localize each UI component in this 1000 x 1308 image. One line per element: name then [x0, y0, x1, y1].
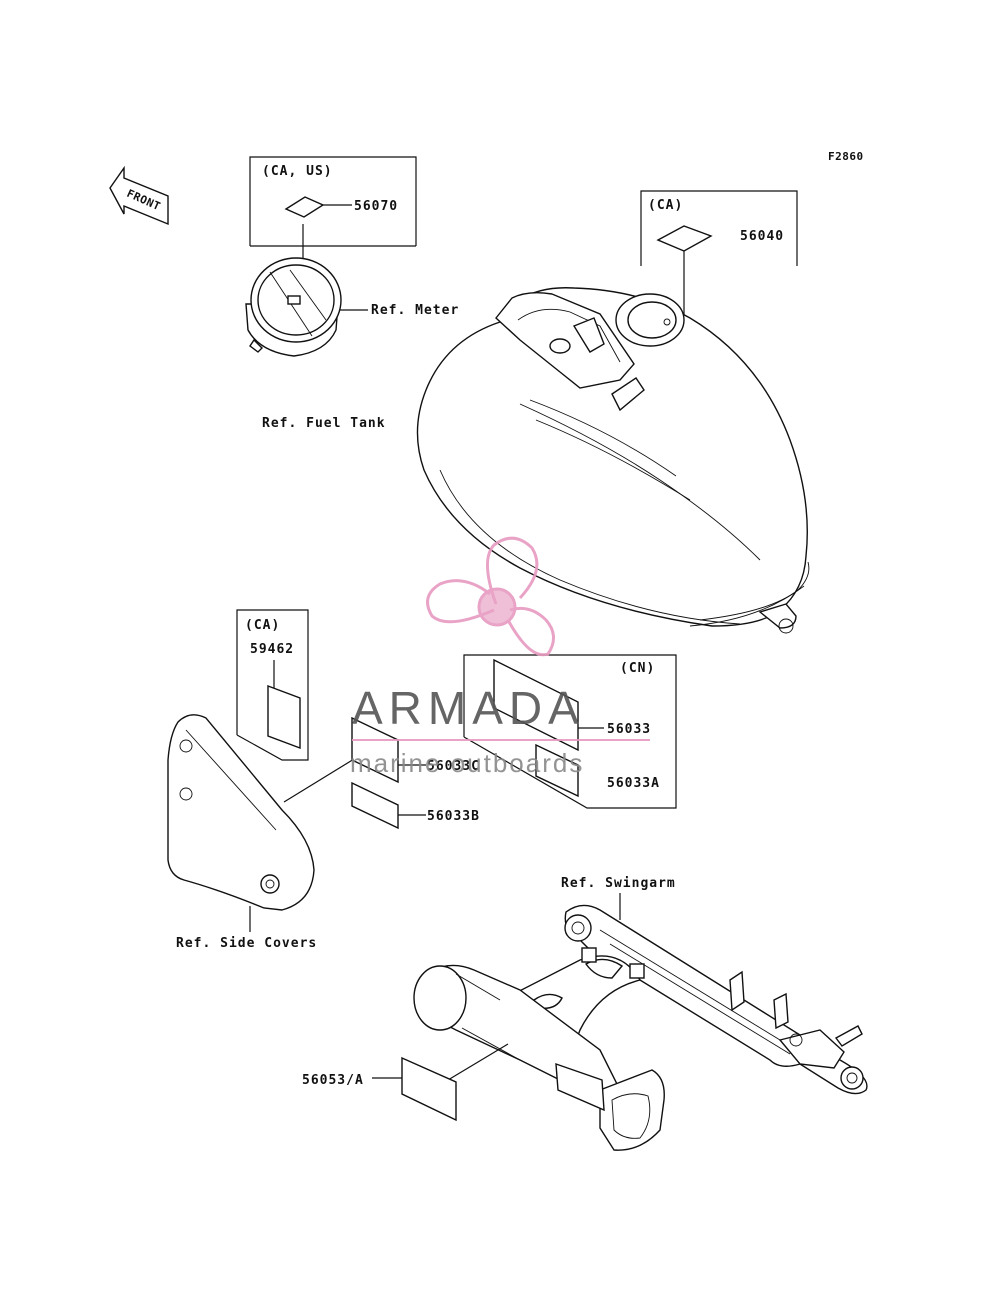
fuel-tank: Ref. Fuel Tank — [262, 287, 810, 634]
ref-side-covers-label: Ref. Side Covers — [176, 936, 317, 951]
watermark-tagline: marine outboards — [350, 748, 584, 778]
ref-swingarm-label: Ref. Swingarm — [561, 876, 676, 891]
part-number-56033: 56033 — [607, 722, 651, 737]
region-ca-us: (CA, US) — [262, 164, 333, 179]
ref-fuel-tank-label: Ref. Fuel Tank — [262, 416, 386, 431]
decal-56033b — [351, 781, 399, 830]
region-cn: (CN) — [620, 661, 655, 676]
cn-label-group: (CN) 56033 56033A — [463, 654, 677, 809]
decal-59462 — [267, 684, 301, 750]
propeller-icon — [426, 536, 555, 657]
region-ca-side: (CA) — [245, 618, 280, 633]
side-cover-label-group: (CA) 59462 — [236, 609, 309, 761]
diagram-code: F2860 — [828, 150, 864, 163]
front-arrow-icon: FRONT — [109, 165, 169, 226]
speedometer-meter: Ref. Meter — [245, 257, 459, 357]
decal-56070 — [284, 196, 325, 218]
side-cover: Ref. Side Covers — [167, 714, 373, 951]
part-number-56033b: 56033B — [427, 809, 480, 824]
part-number-56053a: 56053/A — [302, 1073, 364, 1088]
watermark-brand: ARMADA — [352, 682, 585, 734]
region-ca-tank: (CA) — [648, 198, 683, 213]
part-number-56033c: 56033C — [427, 759, 480, 774]
decal-56033 — [493, 658, 579, 752]
part-number-56040: 56040 — [740, 229, 784, 244]
side-decals: 56033C 56033B — [351, 716, 480, 830]
decal-56053a — [401, 1056, 457, 1122]
watermark: ARMADA marine outboards — [350, 536, 650, 778]
meter-label-group: (CA, US) 56070 — [249, 156, 417, 282]
decal-56040 — [656, 225, 713, 252]
part-number-56033a: 56033A — [607, 776, 660, 791]
decal-56033a — [535, 743, 579, 798]
part-number-56070: 56070 — [354, 199, 398, 214]
swingarm: Ref. Swingarm 56053/A — [302, 876, 868, 1151]
part-number-59462: 59462 — [250, 642, 294, 657]
decal-56033c — [351, 716, 399, 784]
ref-meter-label: Ref. Meter — [371, 303, 459, 318]
